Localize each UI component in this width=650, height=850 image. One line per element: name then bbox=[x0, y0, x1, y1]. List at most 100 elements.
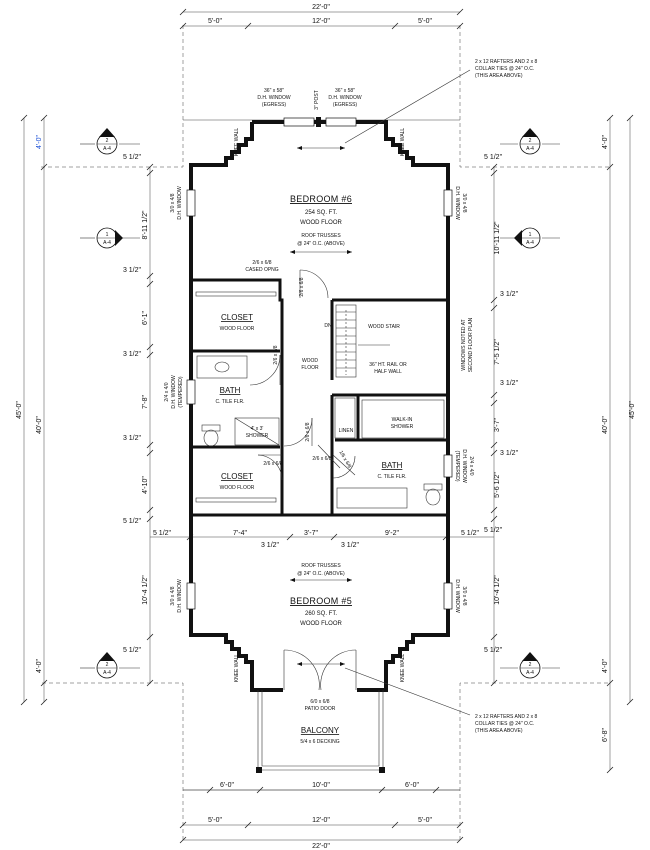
rail-line1: 36" HT. RAIL OR bbox=[369, 362, 407, 368]
egress-right-line2: D.H. WINDOW bbox=[328, 95, 362, 101]
closet-bottom-label: CLOSET bbox=[221, 472, 253, 481]
dim-left-chain-3: 6'-1" bbox=[142, 311, 149, 325]
dim-top-overall: 22'-0" bbox=[312, 4, 330, 11]
dim-mid-2: 3'-7" bbox=[304, 530, 318, 537]
dim-top-left: 5'-0" bbox=[208, 18, 222, 25]
egress-window-right-opening bbox=[325, 117, 357, 127]
west-window-bottom bbox=[186, 582, 196, 610]
roof-trusses-top-line2: @ 24" O.C. (ABOVE) bbox=[297, 241, 345, 247]
section-marker-top-left: 2 A-4 bbox=[80, 128, 140, 155]
interior-walls bbox=[193, 278, 448, 517]
egress-right-line3: (EGRESS) bbox=[333, 102, 358, 108]
win-e-top-line1: 3/0 x 4/8 bbox=[461, 193, 467, 212]
dim-left-chain-7: 4'-10" bbox=[142, 476, 149, 494]
knee-wall-top-right: KNEE WALL bbox=[400, 128, 406, 157]
dim-right-chain-8: 5 1/2" bbox=[484, 527, 503, 534]
roof-trusses-bottom-line2: @ 24" O.C. (ABOVE) bbox=[297, 571, 345, 577]
win-w-bath-line3: (TEMPERED) bbox=[178, 376, 184, 407]
dim-left-chain-10: 5 1/2" bbox=[123, 647, 142, 654]
section-sheet: A-4 bbox=[103, 670, 111, 676]
dim-right-chain-9: 10'-4 1/2" bbox=[494, 575, 501, 605]
dim-mid-4: 5 1/2" bbox=[461, 530, 480, 537]
section-marker-top-right: 2 A-4 bbox=[500, 128, 560, 155]
section-marker-mid-right: 1 A-4 bbox=[500, 227, 560, 249]
door-label-b: 2/6 x 6/8 bbox=[273, 345, 279, 364]
dim-mid-sub-0: 3 1/2" bbox=[261, 542, 280, 549]
section-sheet: A-4 bbox=[526, 146, 534, 152]
dim-right-chain-10: 5 1/2" bbox=[484, 647, 503, 654]
win-w-top-line2: D.H. WINDOW bbox=[177, 186, 183, 220]
room-labels: BEDROOM #6 254 SQ. FT. WOOD FLOOR ROOF T… bbox=[215, 194, 413, 745]
dim-bottom-right: 5'-0" bbox=[418, 817, 432, 824]
closet-top-label: CLOSET bbox=[221, 313, 253, 322]
dim-left-chain-1: 8'-11 1/2" bbox=[142, 210, 149, 240]
dim-right-top-4: 4'-0" bbox=[602, 135, 609, 149]
door-label-c: 2/6 x 6/8 bbox=[305, 422, 311, 441]
bath-right-floor: C. TILE FLR. bbox=[377, 474, 406, 480]
dim-right-chain-5: 3'-7" bbox=[494, 418, 501, 432]
balcony-label: BALCONY bbox=[301, 726, 340, 735]
bath-right-label: BATH bbox=[382, 461, 403, 470]
win-e-bot-line1: 3/0 x 4/8 bbox=[461, 586, 467, 605]
truss-arrows bbox=[290, 69, 471, 716]
hall-floor-line2: FLOOR bbox=[301, 365, 319, 371]
dim-right-bottom-4: 4'-0" bbox=[602, 659, 609, 673]
closet-bottom-floor: WOOD FLOOR bbox=[220, 485, 255, 491]
dn-label: DN bbox=[324, 323, 332, 329]
dim-right-chain-1: 10'-11 1/2" bbox=[494, 221, 501, 254]
section-marker-bottom-right: 2 A-4 bbox=[500, 652, 560, 679]
dim-mid-0: 5 1/2" bbox=[153, 530, 172, 537]
section-num: 1 bbox=[106, 232, 109, 238]
dim-right-balcony: 6'-8" bbox=[602, 728, 609, 742]
walkin-shower-line2: SHOWER bbox=[391, 424, 414, 430]
section-marker-mid-left: 1 A-4 bbox=[80, 227, 140, 249]
vanity-right bbox=[336, 487, 408, 509]
fixtures bbox=[196, 355, 445, 506]
section-sheet: A-4 bbox=[103, 146, 111, 152]
post-marker bbox=[316, 117, 321, 127]
dim-right-chain-7: 5'-6 1/2" bbox=[494, 472, 501, 498]
windows-note-line2: SECOND FLOOR PLAN bbox=[468, 317, 474, 372]
knee-wall-top-left: KNEE WALL bbox=[234, 128, 240, 157]
annotations: 36" x 58" D.H. WINDOW (EGRESS) 36" x 58"… bbox=[164, 59, 537, 734]
linen-label: LINEN bbox=[339, 428, 354, 434]
dim-top-center: 12'-0" bbox=[312, 18, 330, 25]
dim-balcony-center: 10'-0" bbox=[312, 782, 330, 789]
egress-left-line3: (EGRESS) bbox=[262, 102, 287, 108]
post-label: 3" POST bbox=[314, 90, 320, 110]
win-e-bot-line2: D.H. WINDOW bbox=[454, 579, 460, 613]
dim-balcony-left: 6'-0" bbox=[220, 782, 234, 789]
roof-trusses-top-line1: ROOF TRUSSES bbox=[301, 233, 341, 239]
mid-dimensions: 5 1/2" 7'-4" 3'-7" 9'-2" 5 1/2" 3 1/2" 3… bbox=[150, 530, 494, 549]
dim-bottom-overall: 22'-0" bbox=[312, 843, 330, 850]
section-marker-bottom-left: 2 A-4 bbox=[80, 652, 140, 679]
dim-left-chain-9: 10'-4 1/2" bbox=[142, 575, 149, 605]
knee-wall-bottom-left: KNEE WALL bbox=[234, 654, 240, 683]
bedroom6-floor: WOOD FLOOR bbox=[300, 220, 342, 226]
section-markers: 2 A-4 2 A-4 1 A-4 1 A-4 bbox=[80, 128, 560, 679]
win-e-bath-line1: 2/4 x 4/0 bbox=[468, 456, 474, 475]
hall-floor-line1: WOOD bbox=[302, 358, 318, 364]
east-window-bath bbox=[443, 454, 453, 478]
right-dimensions: 45'-0" 4'-0" 40'-0" 4'-0" 6'-8" 5 1/2" 1… bbox=[484, 114, 636, 774]
toilet-right bbox=[425, 488, 441, 506]
dim-left-chain-4: 3 1/2" bbox=[123, 351, 142, 358]
west-window-top bbox=[186, 189, 196, 217]
shower-left bbox=[234, 417, 280, 446]
bath-left-floor: C. TILE FLR. bbox=[215, 399, 244, 405]
wood-stair-label: WOOD STAIR bbox=[368, 324, 400, 330]
rafters-bottom-line3: (THIS AREA ABOVE) bbox=[475, 728, 523, 734]
roof-trusses-bottom-line1: ROOF TRUSSES bbox=[301, 563, 341, 569]
dim-mid-sub-1: 3 1/2" bbox=[341, 542, 360, 549]
walkin-shower-line1: WALK-IN bbox=[392, 417, 413, 423]
bedroom5-floor: WOOD FLOOR bbox=[300, 621, 342, 627]
rafters-bottom-line1: 2 x 12 RAFTERS AND 2 x 8 bbox=[475, 714, 537, 720]
win-w-bath-line1: 2/4 x 4/0 bbox=[164, 382, 170, 401]
dim-mid-3: 9'-2" bbox=[385, 530, 399, 537]
dim-left-chain-0: 5 1/2" bbox=[123, 154, 142, 161]
door-label-e: 2/6 x 6/8 bbox=[263, 461, 282, 467]
walkin-shower bbox=[361, 399, 445, 439]
dim-right-chain-4: 3 1/2" bbox=[500, 380, 519, 387]
cased-opening-line1: 2/6 x 6/8 bbox=[252, 260, 271, 266]
shower-left-line1: 4' x 3' bbox=[251, 426, 264, 432]
